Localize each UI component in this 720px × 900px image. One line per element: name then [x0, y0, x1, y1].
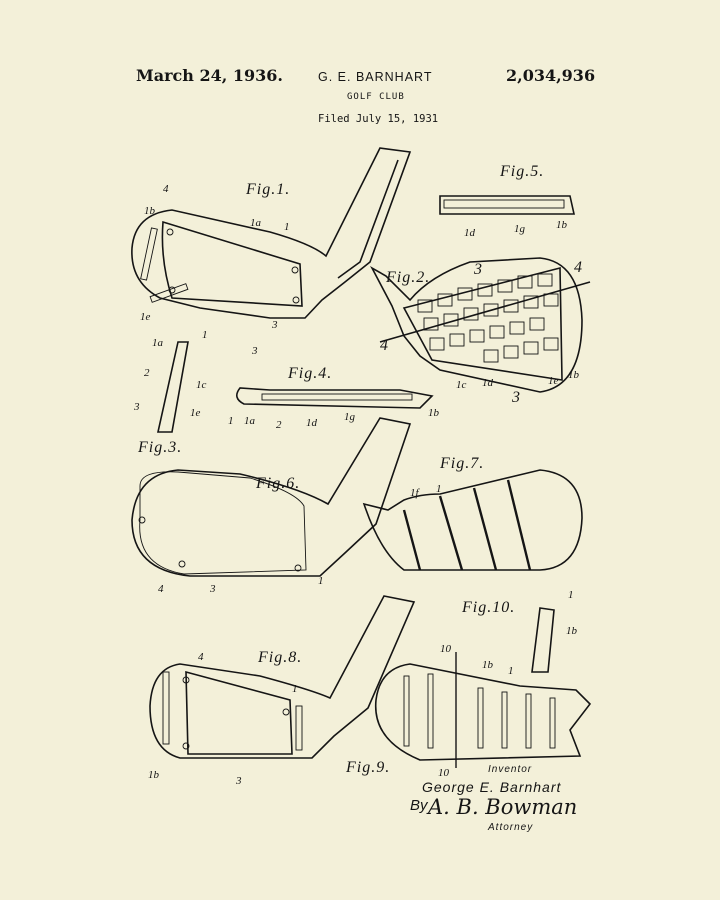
attorney-label: Attorney: [488, 822, 534, 833]
ref-2-fig3: 2: [144, 367, 150, 379]
ref-10-bottom: 10: [438, 767, 450, 779]
figure-7: Fig.7. 1f 1: [362, 455, 583, 571]
patent-number: 2,034,936: [506, 66, 596, 85]
patent-date: March 24, 1936.: [136, 66, 283, 85]
patent-title: GOLF CLUB: [347, 92, 405, 102]
ref-1-fig9: 1: [508, 665, 514, 677]
ref-1e-fig3: 1e: [190, 407, 201, 419]
filed-date: Filed July 15, 1931: [318, 113, 439, 125]
ref-1-fig7: 1: [436, 483, 442, 495]
inventor-label: Inventor: [488, 764, 533, 775]
fig-7-label: Fig.7.: [439, 455, 484, 472]
ref-1: 1: [284, 221, 290, 233]
by-label: By: [410, 797, 428, 814]
ref-3-section: 3: [473, 261, 483, 278]
ref-4-section: 4: [574, 259, 583, 276]
figure-4: Fig.4. 3 1 1a 2 1d 1g 1b: [228, 345, 440, 431]
fig-4-label: Fig.4.: [287, 365, 332, 382]
ref-1-fig4: 1: [228, 415, 234, 427]
ref-1a: 1a: [250, 217, 262, 229]
ref-1-fig6: 1: [318, 575, 324, 587]
ref-1c-fig3: 1c: [196, 379, 207, 391]
ref-1-fig3: 1: [202, 329, 208, 341]
fig-5-label: Fig.5.: [499, 163, 544, 180]
ref-1g-fig4: 1g: [344, 411, 356, 423]
fig-2-label: Fig.2.: [385, 269, 430, 286]
fig-9-label: Fig.9.: [345, 759, 390, 776]
figure-5: Fig.5. 1d 1g 1b: [439, 163, 575, 239]
figure-9: Fig.9. 10 10 1b 1: [345, 643, 592, 779]
fig-3-label: Fig.3.: [137, 439, 182, 456]
ref-10-top: 10: [440, 643, 452, 655]
ref-4: 4: [163, 183, 169, 195]
figure-6: Fig.6. 4 3 1: [131, 417, 412, 595]
ref-1f: 1f: [410, 487, 421, 499]
ref-1-fig10: 1: [568, 589, 574, 601]
ref-3-fig4: 3: [251, 345, 258, 357]
ref-3-fig6: 3: [209, 583, 216, 595]
ref-4-fig8: 4: [198, 651, 204, 663]
ref-3: 3: [271, 319, 278, 331]
figure-3: Fig.3. 1a 1 2 1c 3 1e: [133, 329, 208, 456]
ref-1b-fig2: 1b: [568, 369, 580, 381]
ref-1b-fig9: 1b: [482, 659, 494, 671]
ref-1e: 1e: [140, 311, 151, 323]
ref-3-fig8: 3: [235, 775, 242, 787]
figure-10: Fig.10. 1 1b: [461, 589, 578, 673]
inventor-name: George E. Barnhart: [422, 779, 562, 795]
ref-3-section-b: 3: [511, 389, 521, 406]
figure-1: Fig.1. 4 1b 1a 1 3 1e: [131, 147, 412, 331]
fig-10-label: Fig.10.: [461, 599, 515, 616]
fig-1-label: Fig.1.: [245, 181, 290, 198]
ref-3-fig3: 3: [133, 401, 140, 413]
ref-1b-fig4: 1b: [428, 407, 440, 419]
ref-1b-fig5: 1b: [556, 219, 568, 231]
ref-1e-fig2: 1e: [548, 375, 559, 387]
figure-8: Fig.8. 4 1 3 1b: [148, 595, 416, 787]
attorney-signature: A. B. Bowman: [428, 795, 578, 819]
ref-4-section-b: 4: [380, 337, 389, 354]
figure-2: Fig.2. 3 4 4 3 1c 1d 1e 1b: [370, 257, 591, 406]
ref-2-fig4: 2: [276, 419, 282, 431]
ref-1g-fig5: 1g: [514, 223, 526, 235]
ref-1b: 1b: [144, 205, 156, 217]
ref-1-fig8: 1: [292, 683, 298, 695]
ref-1c: 1c: [456, 379, 467, 391]
ref-1a-fig4: 1a: [244, 415, 256, 427]
inventor-header: G. E. BARNHART: [318, 70, 433, 84]
ref-1d-fig5: 1d: [464, 227, 476, 239]
ref-4-fig6: 4: [158, 583, 164, 595]
ref-1d-fig4: 1d: [306, 417, 318, 429]
ref-1b-fig10: 1b: [566, 625, 578, 637]
fig-8-label: Fig.8.: [257, 649, 302, 666]
fig-6-label: Fig.6.: [255, 475, 300, 492]
ref-1d: 1d: [482, 377, 494, 389]
ref-1b-fig8: 1b: [148, 769, 160, 781]
ref-1a-fig3: 1a: [152, 337, 164, 349]
